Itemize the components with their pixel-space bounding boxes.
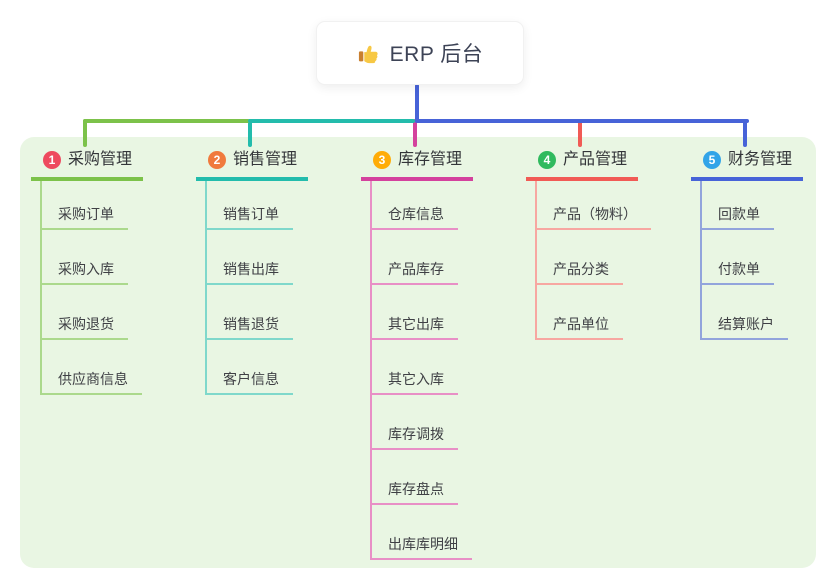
child-node[interactable]: 产品单位	[535, 316, 623, 340]
connector-segment-green	[83, 119, 250, 123]
branch-badge: 4	[538, 151, 556, 169]
branch-children: 仓库信息产品库存其它出库其它入库库存调拨库存盘点出库库明细	[361, 181, 473, 566]
child-node[interactable]: 结算账户	[700, 316, 788, 340]
branch-badge: 2	[208, 151, 226, 169]
child-node-row: 库存调拨	[361, 401, 473, 456]
root-connector-line	[415, 84, 419, 123]
child-node[interactable]: 产品分类	[535, 261, 623, 285]
child-node-row: 产品（物料）	[526, 181, 651, 236]
child-node-row: 出库库明细	[361, 511, 473, 566]
branch-column: 1 采购管理采购订单采购入库采购退货供应商信息	[31, 146, 143, 401]
child-node-row: 产品单位	[526, 291, 651, 346]
child-node-row: 采购订单	[31, 181, 143, 236]
child-node[interactable]: 付款单	[700, 261, 774, 285]
connector-segment-blue	[415, 119, 749, 123]
child-node[interactable]: 采购退货	[40, 316, 128, 340]
child-node[interactable]: 回款单	[700, 206, 774, 230]
child-connector-line	[535, 181, 537, 340]
child-node[interactable]: 销售出库	[205, 261, 293, 285]
child-node[interactable]: 其它出库	[370, 316, 458, 340]
child-node-row: 客户信息	[196, 346, 308, 401]
branch-node[interactable]: 4 产品管理	[526, 146, 638, 181]
child-node-row: 供应商信息	[31, 346, 143, 401]
branch-badge: 3	[373, 151, 391, 169]
child-node[interactable]: 仓库信息	[370, 206, 458, 230]
branch-badge: 1	[43, 151, 61, 169]
child-node[interactable]: 库存调拨	[370, 426, 458, 450]
child-node-row: 销售退货	[196, 291, 308, 346]
branch-label: 销售管理	[233, 151, 298, 168]
child-node[interactable]: 销售退货	[205, 316, 293, 340]
branch-node[interactable]: 5 财务管理	[691, 146, 803, 181]
child-node-row: 采购入库	[31, 236, 143, 291]
child-node-row: 产品分类	[526, 236, 651, 291]
child-node-row: 库存盘点	[361, 456, 473, 511]
branch-children: 产品（物料） 产品分类产品单位	[526, 181, 651, 346]
child-node[interactable]: 客户信息	[205, 371, 293, 395]
branch-label: 财务管理	[728, 151, 793, 168]
branch-drop-line	[248, 119, 252, 147]
child-connector-line	[205, 181, 207, 395]
child-node-row: 其它入库	[361, 346, 473, 401]
root-node-title: ERP 后台	[389, 43, 484, 66]
child-node[interactable]: 供应商信息	[40, 371, 142, 395]
child-connector-line	[370, 181, 372, 560]
branch-column: 3 库存管理仓库信息产品库存其它出库其它入库库存调拨库存盘点出库库明细	[361, 146, 473, 566]
branch-drop-line	[743, 119, 747, 147]
connector-segment-teal	[248, 119, 415, 123]
branch-node[interactable]: 3 库存管理	[361, 146, 473, 181]
branch-drop-line	[413, 119, 417, 147]
child-node-row: 销售订单	[196, 181, 308, 236]
root-node[interactable]: ERP 后台	[316, 21, 524, 85]
child-node-row: 仓库信息	[361, 181, 473, 236]
branch-column: 5 财务管理回款单付款单结算账户	[691, 146, 803, 346]
child-node-row: 产品库存	[361, 236, 473, 291]
child-node-row: 销售出库	[196, 236, 308, 291]
child-node-row: 采购退货	[31, 291, 143, 346]
child-node[interactable]: 库存盘点	[370, 481, 458, 505]
child-node-row: 其它出库	[361, 291, 473, 346]
child-node[interactable]: 出库库明细	[370, 536, 472, 560]
child-node-row: 回款单	[691, 181, 803, 236]
child-node[interactable]: 采购入库	[40, 261, 128, 285]
branch-column: 2 销售管理销售订单销售出库销售退货客户信息	[196, 146, 308, 401]
child-connector-line	[700, 181, 702, 340]
branch-children: 销售订单销售出库销售退货客户信息	[196, 181, 308, 401]
child-node-row: 结算账户	[691, 291, 803, 346]
branch-label: 采购管理	[68, 151, 133, 168]
branch-node[interactable]: 1 采购管理	[31, 146, 143, 181]
branch-column: 4 产品管理产品（物料） 产品分类产品单位	[526, 146, 651, 346]
thumbs-up-icon	[357, 42, 380, 65]
mindmap-panel	[20, 137, 816, 568]
branch-children: 回款单付款单结算账户	[691, 181, 803, 346]
branch-drop-line	[83, 119, 87, 147]
branch-node[interactable]: 2 销售管理	[196, 146, 308, 181]
branch-children: 采购订单采购入库采购退货供应商信息	[31, 181, 143, 401]
branch-label: 库存管理	[398, 151, 463, 168]
branch-label: 产品管理	[563, 151, 628, 168]
child-connector-line	[40, 181, 42, 395]
child-node[interactable]: 采购订单	[40, 206, 128, 230]
child-node[interactable]: 其它入库	[370, 371, 458, 395]
child-node[interactable]: 产品（物料）	[535, 206, 651, 230]
child-node-row: 付款单	[691, 236, 803, 291]
branch-badge: 5	[703, 151, 721, 169]
child-node[interactable]: 销售订单	[205, 206, 293, 230]
branch-drop-line	[578, 119, 582, 147]
child-node[interactable]: 产品库存	[370, 261, 458, 285]
